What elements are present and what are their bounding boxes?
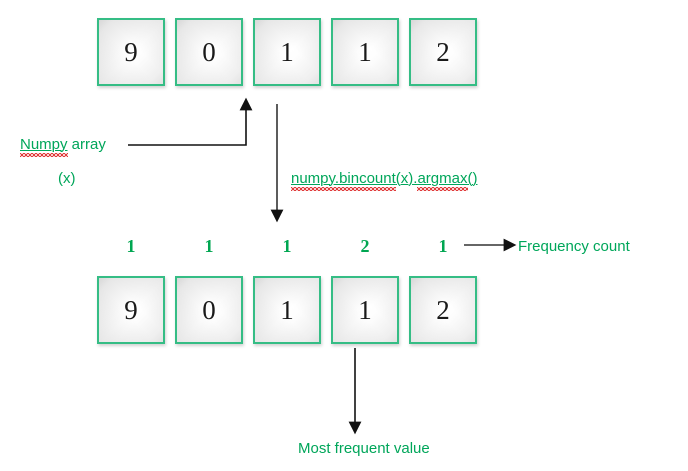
output-cell-value: 2 bbox=[436, 294, 450, 325]
input-cell-0: 9 bbox=[97, 18, 165, 86]
input-cell-value: 0 bbox=[202, 36, 216, 67]
output-cell-3: 1 bbox=[331, 276, 399, 344]
input-cell-value: 1 bbox=[358, 36, 372, 67]
bincount-expression-label: numpy.bincount(x).argmax() bbox=[291, 170, 478, 187]
expression-part-parens: () bbox=[467, 170, 478, 187]
most-frequent-value-label-text: Most frequent value bbox=[298, 440, 430, 457]
variable-label-text: (x) bbox=[58, 170, 76, 187]
most-frequent-value-label: Most frequent value bbox=[298, 440, 430, 457]
output-cell-value: 0 bbox=[202, 294, 216, 325]
expression-part-bincount: numpy.bincount bbox=[291, 170, 396, 187]
numpy-array-label-word: Numpy bbox=[20, 136, 68, 153]
expression-part-argmax: argmax bbox=[417, 170, 468, 187]
frequency-count-label-text: Frequency count bbox=[518, 238, 630, 255]
input-cell-1: 0 bbox=[175, 18, 243, 86]
variable-label: (x) bbox=[58, 170, 76, 187]
frequency-count-label: Frequency count bbox=[518, 238, 630, 255]
input-cell-3: 1 bbox=[331, 18, 399, 86]
input-cell-value: 2 bbox=[436, 36, 450, 67]
frequency-count-3: 2 bbox=[360, 236, 370, 256]
input-cell-value: 9 bbox=[124, 36, 138, 67]
output-cell-value: 1 bbox=[358, 294, 372, 325]
output-cell-4: 2 bbox=[409, 276, 477, 344]
input-cell-4: 2 bbox=[409, 18, 477, 86]
numpy-array-label: Numpy array bbox=[20, 136, 106, 153]
numpy-array-label-rest: array bbox=[67, 136, 106, 153]
input-cell-2: 1 bbox=[253, 18, 321, 86]
output-cell-value: 9 bbox=[124, 294, 138, 325]
input-cell-value: 1 bbox=[280, 36, 294, 67]
frequency-count-4: 1 bbox=[438, 236, 448, 256]
frequency-count-0: 1 bbox=[126, 236, 136, 256]
output-cell-0: 9 bbox=[97, 276, 165, 344]
numpy-array-callout-arrow bbox=[128, 97, 253, 146]
output-cell-1: 0 bbox=[175, 276, 243, 344]
output-cell-2: 1 bbox=[253, 276, 321, 344]
expression-part-arg: (x). bbox=[395, 170, 418, 187]
output-cell-value: 1 bbox=[280, 294, 294, 325]
frequency-count-1: 1 bbox=[204, 236, 214, 256]
frequency-count-2: 1 bbox=[282, 236, 292, 256]
